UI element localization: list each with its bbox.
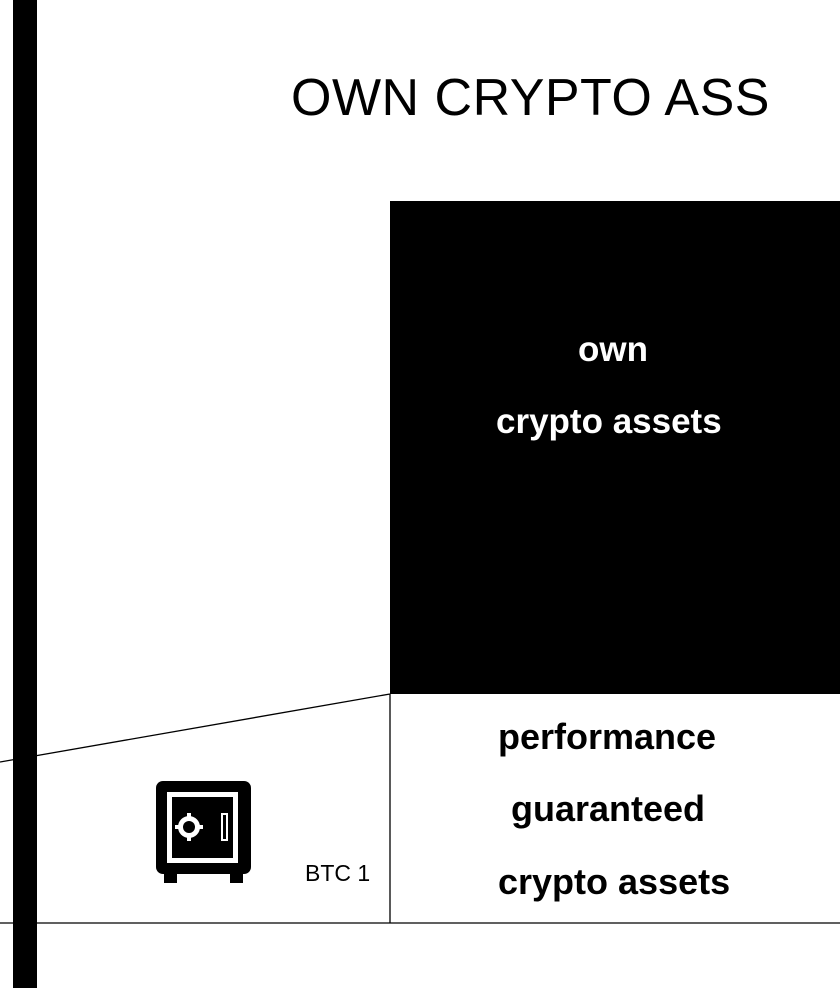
own-crypto-assets-box [390, 201, 840, 694]
btc-label: BTC 1 [305, 860, 371, 886]
left-vertical-bar [13, 0, 37, 988]
own-box-label-line2: crypto assets [496, 402, 722, 441]
performance-box-label-line3: crypto assets [498, 861, 731, 902]
diagram-title: OWN CRYPTO ASS [291, 69, 770, 127]
perspective-line [0, 693, 391, 763]
performance-box-label-line2: guaranteed [511, 788, 706, 829]
own-box-label-line1: own [578, 330, 648, 369]
performance-box-label-line1: performance [498, 716, 717, 757]
safe-icon [156, 781, 251, 883]
